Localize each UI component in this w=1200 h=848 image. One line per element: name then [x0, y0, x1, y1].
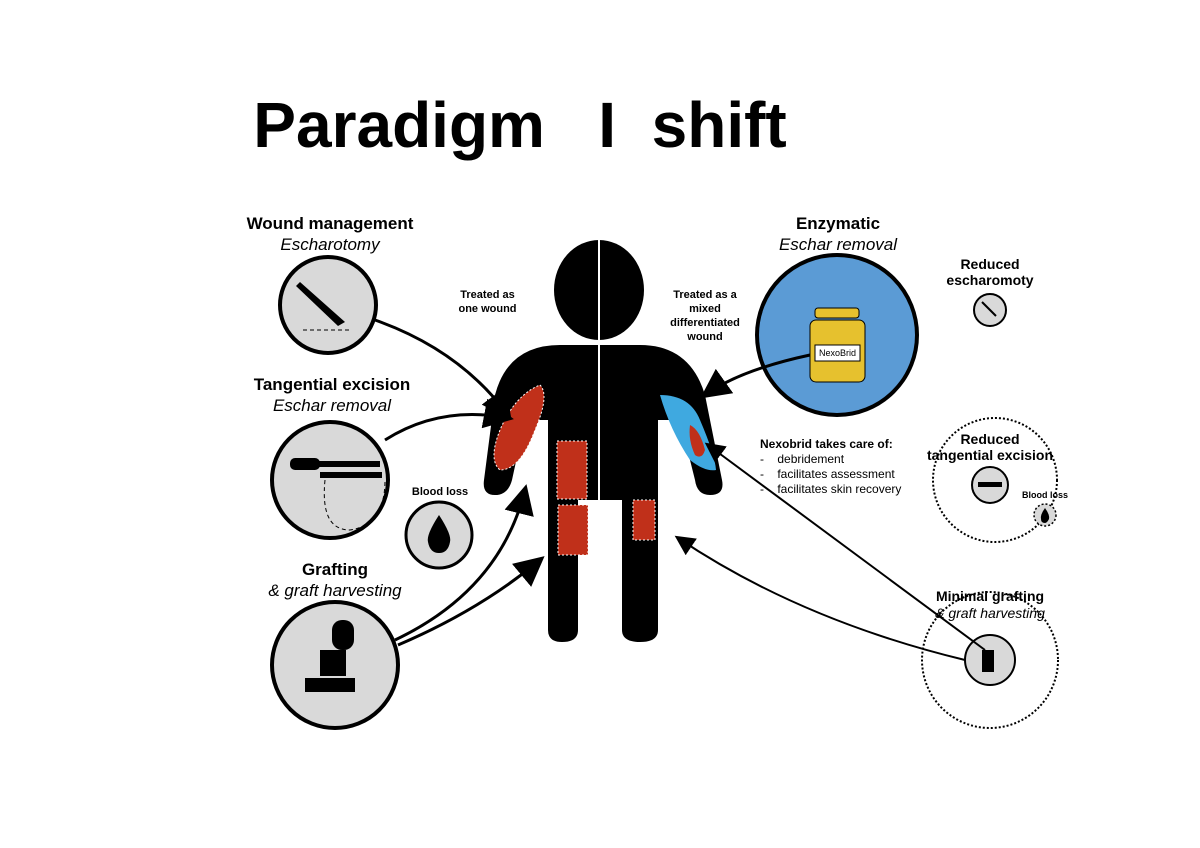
wound-management-subtitle: Escharotomy	[280, 235, 380, 254]
nexobrid-item: - debridement	[760, 452, 845, 466]
tangential-excision-subtitle: Eschar removal	[272, 396, 392, 415]
tangential-circle	[270, 420, 390, 540]
jar-label: NexoBrid	[818, 348, 856, 358]
enzymatic-circle	[755, 253, 919, 417]
reduced-tangential-circle	[932, 417, 1058, 543]
minimal-grafting-subtitle: & graft harvesting	[935, 605, 1045, 621]
body-figure	[483, 240, 723, 642]
grafting-subtitle: & graft harvesting	[268, 581, 402, 600]
grafting-circle	[270, 600, 400, 730]
nexobrid-item: - facilitates assessment	[760, 467, 895, 481]
enzymatic-title: Enzymatic	[795, 214, 881, 233]
grafting-title: Grafting	[301, 560, 369, 579]
page-title: Paradigm I shift	[253, 89, 787, 161]
tangential-excision-title: Tangential excision	[253, 375, 411, 394]
wound-management-title: Wound management	[246, 214, 414, 233]
blood-loss-label: Blood loss	[411, 486, 469, 498]
nexobrid-item: - facilitates skin recovery	[760, 482, 902, 496]
arrows	[374, 318, 986, 661]
enzymatic-subtitle: Eschar removal	[778, 235, 898, 254]
blood-loss-circle	[404, 500, 474, 570]
minimal-grafting-title: Minimal grafting	[935, 588, 1045, 604]
reduced-blood-loss-circle	[1033, 503, 1057, 527]
nexobrid-benefits: Nexobrid takes care of: - debridement - …	[760, 437, 940, 497]
escharotomy-circle	[278, 255, 378, 355]
minimal-grafting-circle	[921, 591, 1059, 729]
nexobrid-heading: Nexobrid takes care of:	[760, 437, 893, 451]
reduced-escharotomy-circle	[973, 293, 1007, 327]
reduced-blood-loss-label: Blood loss	[1021, 490, 1068, 500]
